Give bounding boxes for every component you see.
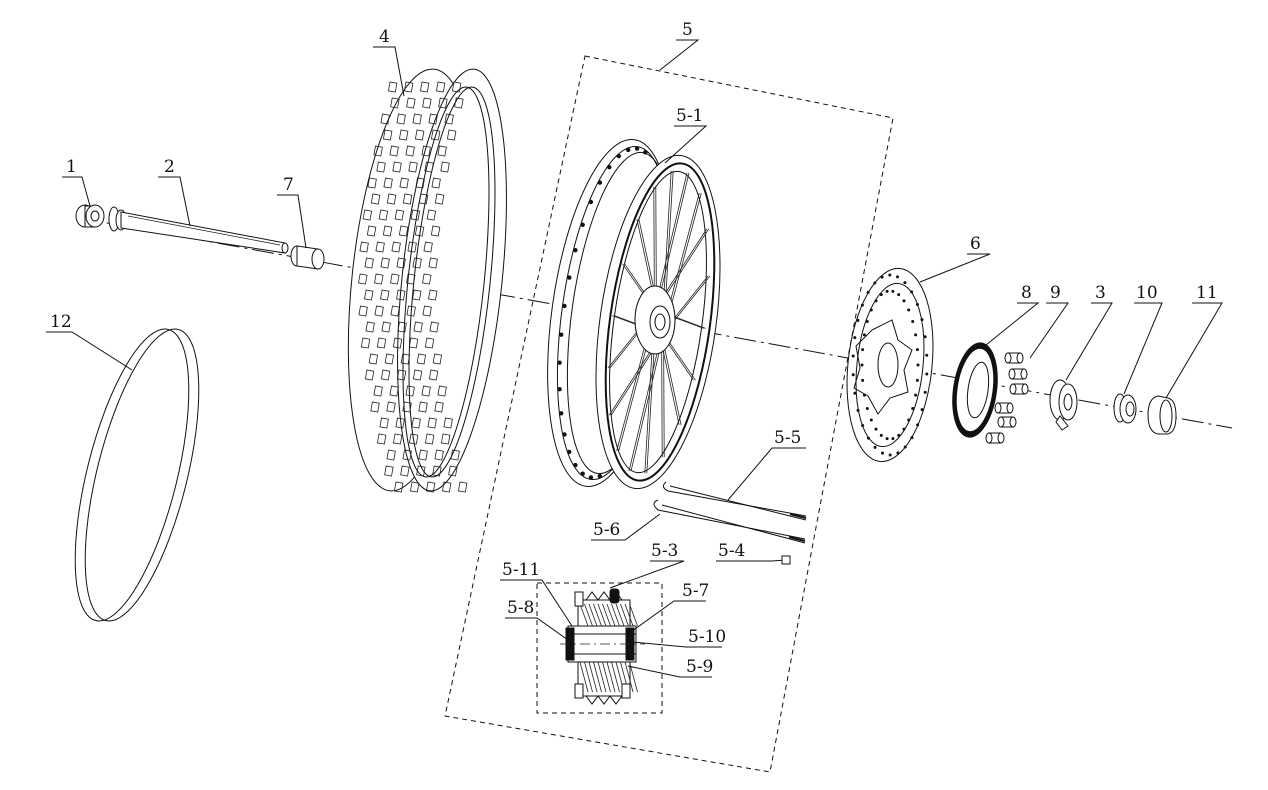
callout-10: 10 [1123,283,1163,395]
callout-3: 3 [1065,283,1113,381]
callout-5-11-text: 5-11 [502,560,540,580]
callout-5-6-text: 5-6 [593,520,620,540]
part-5-5-spoke [662,481,807,521]
callout-5: 5 [659,20,700,71]
callout-2: 2 [158,157,191,227]
callout-10-text: 10 [1136,283,1158,303]
callout-7-text: 7 [283,175,294,195]
callout-11-text: 11 [1196,283,1218,303]
hub-detail-boundary [536,582,663,714]
callout-5-8-text: 5-8 [507,598,534,618]
callout-5-4-text: 5-4 [718,541,745,561]
callout-9: 9 [1029,283,1069,359]
part-4-tire [347,68,507,493]
rim-spoke-holes [557,146,648,480]
callout-5-1-text: 5-1 [676,106,703,126]
callout-8: 8 [985,283,1040,346]
part-10-flange-nut [1113,393,1137,424]
callout-5-6: 5-6 [591,513,661,541]
callout-5-5-text: 5-5 [774,428,801,448]
part-5-3-hub-section [560,588,645,705]
part-11-cap-nut [1147,395,1177,435]
callout-1-text: 1 [66,157,77,177]
callout-5-10: 5-10 [631,627,726,648]
callout-12: 12 [46,312,133,371]
center-axis-line [79,217,1233,429]
part-7-spacer [290,245,325,270]
part-8-ring [952,342,998,438]
part-2-axle [108,206,289,254]
callout-12-text: 12 [50,312,72,332]
part-12-rim-band [74,328,200,622]
callout-5-8: 5-8 [505,598,569,641]
callout-4: 4 [373,27,405,97]
callout-6: 6 [919,234,991,283]
callout-5-1: 5-1 [664,106,708,164]
callout-6-text: 6 [970,234,981,254]
part-1-spacer [75,204,105,228]
part-3-drive [1049,379,1078,431]
callout-5-5: 5-5 [727,428,806,501]
callout-3-text: 3 [1095,283,1106,303]
part-9-bolts [985,352,1029,444]
part-6-brake-disc [846,267,934,463]
callout-5-4: 5-4 [716,541,772,562]
callout-9-text: 9 [1050,283,1061,303]
assembly-5-boundary [444,55,894,773]
part-5-1-rim [547,139,721,490]
callout-2-text: 2 [164,157,175,177]
callout-8-text: 8 [1021,283,1032,303]
callout-5-3: 5-3 [609,541,685,589]
callout-5-3-text: 5-3 [651,541,678,561]
callout-5-10-text: 5-10 [688,627,726,647]
callout-1: 1 [62,157,91,207]
callout-4-text: 4 [379,27,390,47]
callout-5-9-text: 5-9 [686,657,713,677]
callout-5-text: 5 [682,20,693,40]
callout-7: 7 [277,175,307,249]
callout-5-7: 5-7 [627,581,709,635]
tire-tread-pattern [358,81,468,493]
callout-5-11: 5-11 [500,560,573,627]
part-5-4-nipple [771,555,791,565]
callout-11: 11 [1165,283,1223,399]
callout-5-7-text: 5-7 [682,581,709,601]
part-5-6-spoke [653,499,806,544]
callout-5-9: 5-9 [627,657,713,678]
